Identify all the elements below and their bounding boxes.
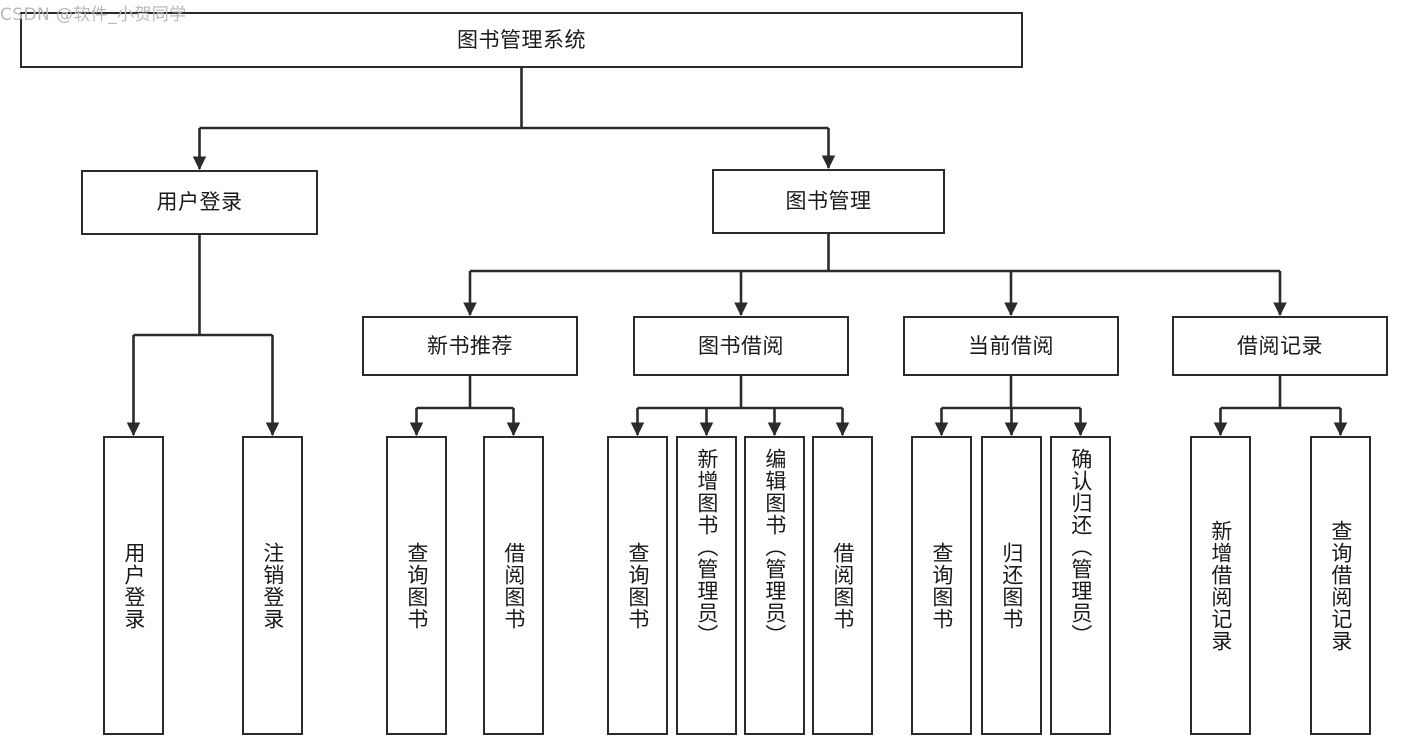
root-node-root: 图书管理系统 [20,12,1023,68]
node-label: 借阅记录 [1237,333,1323,358]
node-label: 图书管理 [785,189,872,214]
node-label: 用户登录 [156,190,243,215]
leaf-node-leaf-bb-borrow: 借阅图书 [812,436,873,735]
node-label: 编辑图书（管理员） [762,448,787,646]
node-label: 新书推荐 [427,333,513,358]
leaf-node-leaf-bb-add: 新增图书（管理员） [676,436,737,735]
branch-node-current-borrow: 当前借阅 [903,316,1119,376]
node-label: 当前借阅 [968,333,1054,358]
csdn-watermark: CSDN @软件_小贺同学 [0,5,187,25]
leaf-node-leaf-cb-query: 查询图书 [911,436,972,735]
branch-node-borrow-record: 借阅记录 [1172,316,1388,376]
node-label: 图书借阅 [698,333,784,358]
node-label: 图书管理系统 [457,27,586,52]
leaf-node-leaf-br-add: 新增借阅记录 [1190,436,1251,735]
node-label: 查询图书 [929,541,954,630]
leaf-node-leaf-rec-borrow: 借阅图书 [483,436,544,735]
node-label: 新增借阅记录 [1208,519,1233,652]
branch-node-book-manage: 图书管理 [712,169,945,234]
node-label: 借阅图书 [830,541,855,630]
leaf-node-leaf-br-query: 查询借阅记录 [1310,436,1371,735]
node-label: 用户登录 [121,541,146,630]
node-label: 归还图书 [999,541,1024,630]
leaf-node-leaf-user-login: 用户登录 [103,436,164,735]
node-label: 查询图书 [625,541,650,630]
leaf-node-leaf-rec-query: 查询图书 [386,436,447,735]
branch-node-user-login: 用户登录 [81,170,318,235]
leaf-node-leaf-user-logout: 注销登录 [242,436,303,735]
leaf-node-leaf-cb-confirm: 确认归还（管理员） [1050,436,1111,735]
leaf-node-leaf-bb-edit: 编辑图书（管理员） [744,436,805,735]
node-label: 查询图书 [404,541,429,630]
node-label: 查询借阅记录 [1328,519,1353,652]
branch-node-book-borrow: 图书借阅 [633,316,849,376]
node-label: 确认归还（管理员） [1068,448,1093,646]
node-label: 新增图书（管理员） [694,448,719,646]
node-label: 注销登录 [260,541,285,630]
node-label: 借阅图书 [501,541,526,630]
branch-node-new-book-rec: 新书推荐 [362,316,578,376]
leaf-node-leaf-cb-return: 归还图书 [981,436,1042,735]
leaf-node-leaf-bb-query: 查询图书 [607,436,668,735]
